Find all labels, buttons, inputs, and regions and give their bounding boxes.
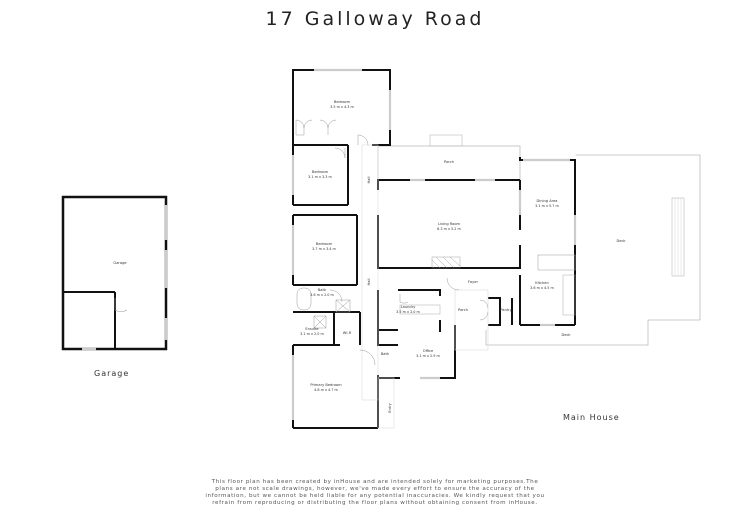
main-house-section-label: Main House xyxy=(563,413,620,422)
room-deck-lower-name: Deck xyxy=(561,333,571,337)
room-bedroom-2-name: Bedroom xyxy=(312,170,329,174)
room-primary-bedroom-dims: 4.8 m x 4.7 m xyxy=(314,388,338,392)
room-kitchen-dims: 3.6 m x 4.5 m xyxy=(530,286,554,290)
room-ensuite-name: Ensuite xyxy=(305,327,319,331)
room-bath-dims: 3.6 m x 2.0 m xyxy=(310,293,334,297)
room-deck-name: Deck xyxy=(616,239,626,243)
room-living-room-dims: 6.3 m x 5.2 m xyxy=(437,227,461,231)
room-entry-name: Entry xyxy=(388,402,392,412)
room-laundry-dims: 3.5 m x 2.0 m xyxy=(396,310,420,314)
room-living-room-name: Living Room xyxy=(438,222,461,226)
room-bath-2-name: Bath xyxy=(381,352,389,356)
room-dining-area-dims: 3.1 m x 5.7 m xyxy=(535,204,559,208)
room-dining-area-name: Dining Area xyxy=(536,199,557,203)
room-foyer-name: Foyer xyxy=(468,280,478,284)
room-office-name: Office xyxy=(423,349,434,353)
room-porch-top-name: Porch xyxy=(444,160,454,164)
room-pantry-name: Pantry xyxy=(500,308,512,312)
room-bedroom-3-name: Bedroom xyxy=(316,242,333,246)
garage-section-label: Garage xyxy=(94,369,130,378)
room-bedroom-1-name: Bedroom xyxy=(334,100,351,104)
room-ensuite-dims: 3.1 m x 2.0 m xyxy=(300,332,324,336)
room-kitchen-name: Kitchen xyxy=(535,281,549,285)
room-hall-2-name: Hall xyxy=(367,279,371,286)
main-house-plan xyxy=(291,68,701,429)
room-porch-mid-name: Porch xyxy=(458,308,468,312)
room-bedroom-1-dims: 3.5 m x 4.3 m xyxy=(330,105,354,109)
page-title: 17 Galloway Road xyxy=(265,8,485,30)
room-bath-name: Bath xyxy=(318,288,326,292)
room-laundry-name: Laundry xyxy=(401,305,417,309)
room-bedroom-3-dims: 3.7 m x 3.4 m xyxy=(312,247,336,251)
disclaimer-text: This floor plan has been created by inHo… xyxy=(205,479,545,506)
garage-plan xyxy=(61,195,168,351)
room-wir-name: WI-R xyxy=(343,331,352,335)
room-hall-1-name: Hall xyxy=(367,177,371,184)
room-bedroom-2-dims: 3.1 m x 3.3 m xyxy=(308,175,332,179)
room-labels: Bedroom 3.5 m x 4.3 m Bedroom 3.1 m x 3.… xyxy=(113,100,626,413)
room-office-dims: 3.1 m x 2.9 m xyxy=(416,354,440,358)
room-garage-name: Garage xyxy=(113,261,127,265)
room-primary-bedroom-name: Primary Bedroom xyxy=(310,383,342,387)
